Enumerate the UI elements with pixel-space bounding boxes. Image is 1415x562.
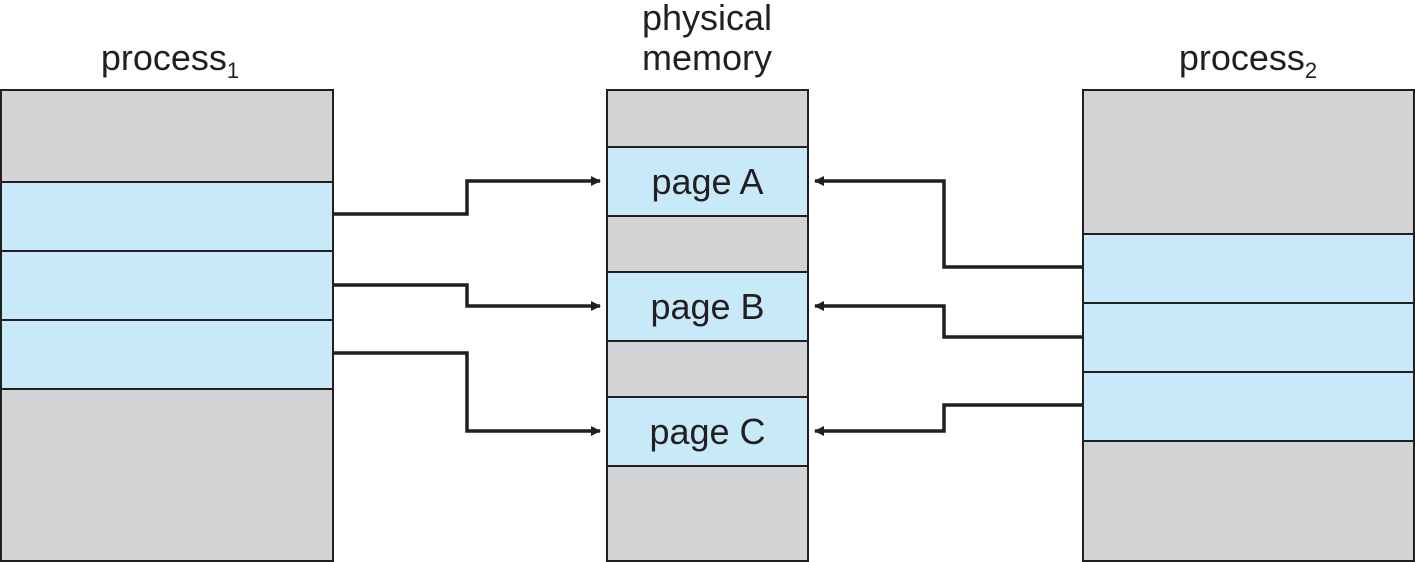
process1-title: process1	[60, 37, 280, 82]
process2-title-text: process	[1178, 37, 1305, 78]
arrow-process2-to-page-a	[814, 176, 1082, 269]
arrow-process1-to-page-c	[334, 351, 601, 436]
physical-memory: page A page B page C	[606, 89, 809, 562]
process2-title-subscript: 2	[1304, 58, 1318, 83]
physical-memory-title: physical memory	[597, 0, 817, 78]
process2-page-3	[1084, 371, 1413, 442]
process1-page-3	[2, 319, 332, 390]
memory-page-a-label: page A	[651, 160, 764, 202]
memory-page-c: page C	[608, 396, 807, 467]
memory-page-b: page B	[608, 271, 807, 342]
process1-page-2	[2, 250, 332, 321]
process1-title-text: process	[100, 37, 227, 78]
memory-page-c-label: page C	[649, 410, 766, 452]
process1-title-subscript: 1	[226, 58, 240, 83]
arrow-process2-to-page-c	[814, 403, 1082, 436]
process2-title: process2	[1138, 37, 1358, 82]
arrow-process1-to-page-a	[334, 176, 601, 216]
arrow-process2-to-page-b	[814, 301, 1082, 339]
process1-address-space	[0, 89, 334, 562]
physical-memory-title-line1: physical	[641, 0, 773, 38]
process2-page-1	[1084, 233, 1413, 304]
physical-memory-title-line2: memory	[641, 37, 772, 78]
arrow-process1-to-page-b	[334, 283, 601, 311]
process2-page-2	[1084, 302, 1413, 373]
memory-page-a: page A	[608, 146, 807, 217]
process2-address-space	[1082, 89, 1415, 562]
memory-page-b-label: page B	[650, 285, 765, 327]
